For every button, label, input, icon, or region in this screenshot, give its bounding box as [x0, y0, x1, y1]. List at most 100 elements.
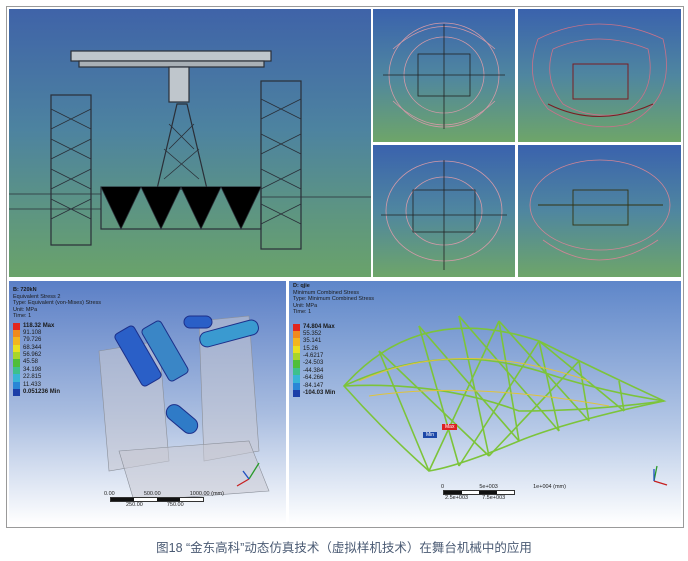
stress-model-render	[98, 315, 270, 502]
legend-label: 55.352	[303, 330, 322, 337]
legend-swatch	[293, 330, 300, 339]
truss-structure-render	[9, 50, 371, 250]
legend-entry: 118.32 Max	[13, 322, 101, 330]
wireframe-render	[381, 160, 507, 270]
legend-swatch	[293, 323, 300, 331]
legend-swatch	[293, 375, 300, 383]
simulation-view-1	[373, 9, 515, 142]
legend-swatch	[293, 353, 300, 361]
legend-label: 45.58	[23, 359, 39, 366]
legend-label: 74.804 Max	[303, 323, 335, 330]
legend-entry: 45.58	[13, 359, 101, 367]
scale-label: 2.5e+003	[445, 495, 469, 501]
legend-entry: -104.03 Min	[293, 390, 374, 398]
legend-label: 22.815	[23, 374, 42, 381]
wireframe-render	[529, 159, 671, 261]
max-marker: Max	[442, 424, 458, 430]
legend-entry: -4.6217	[293, 353, 374, 361]
legend-entry: 74.804 Max	[293, 323, 374, 331]
legend-swatch	[13, 337, 20, 345]
legend-label: 56.962	[23, 352, 42, 359]
legend-entry: 22.815	[13, 374, 101, 382]
legend-swatch	[293, 382, 300, 391]
truss-shell-render	[342, 315, 668, 486]
scale-label: 250.00	[126, 502, 143, 508]
legend-label: -64.266	[303, 375, 324, 382]
legend-entry: -44.384	[293, 367, 374, 376]
legend-swatch	[13, 381, 20, 390]
result-line: Unit: MPa	[13, 306, 38, 313]
legend-swatch	[293, 367, 300, 376]
legend-label: -4.6217	[303, 353, 324, 360]
legend-entry: 34.198	[13, 366, 101, 375]
legend-entry: 79.726	[13, 337, 101, 345]
legend-entry: 11.433	[13, 381, 101, 390]
result-line: Type: Equivalent (von-Mises) Stress	[13, 300, 102, 306]
legend-swatch	[13, 352, 20, 360]
legend-swatch	[293, 345, 300, 354]
figure-caption: 图18 “金东高科”动态仿真技术（虚拟样机技术）在舞台机械中的应用	[156, 541, 532, 555]
legend-swatch	[13, 374, 20, 382]
stress-legend: B: 720kN Equivalent Stress 2 Type: Equiv…	[13, 287, 102, 397]
legend-entry: 68.344	[13, 344, 101, 353]
legend-swatch	[13, 359, 20, 367]
scale-label: 0	[441, 484, 445, 490]
legend-label: -44.384	[303, 367, 324, 374]
result-line: Type: Minimum Combined Stress	[293, 296, 374, 302]
result-title: B: 720kN	[13, 287, 37, 293]
result-line: Time: 1	[293, 309, 312, 315]
stage-machinery-3d-model	[9, 9, 371, 277]
min-marker: Min	[423, 432, 438, 438]
legend-swatch	[13, 344, 20, 353]
legend-label: 118.32 Max	[23, 322, 55, 329]
legend-label: 34.198	[23, 366, 42, 373]
legend-swatch	[293, 338, 300, 346]
result-title: D: qjie	[293, 283, 310, 289]
legend-label: 11.433	[23, 381, 41, 388]
legend-swatch	[13, 389, 20, 397]
simulation-view-4	[518, 145, 681, 277]
legend-entry: 15.26	[293, 345, 374, 354]
result-line: Minimum Combined Stress	[293, 289, 360, 296]
legend-entry: -64.266	[293, 375, 374, 383]
legend-label: -24.503	[303, 360, 324, 367]
legend-label: 79.726	[23, 337, 42, 344]
legend-swatch	[293, 390, 300, 398]
legend-entry: -84.147	[293, 382, 374, 391]
scale-label: 500.00	[143, 491, 161, 497]
simulation-view-2	[518, 9, 681, 142]
scale-label: 1e+004 (mm)	[533, 484, 566, 490]
legend-swatch	[13, 329, 20, 338]
scale-label: 750.00	[166, 502, 184, 508]
scale-label: 0.00	[104, 491, 115, 497]
legend-entry: 0.051236 Min	[13, 389, 101, 397]
legend-label: 68.344	[23, 344, 42, 351]
legend-label: 35.141	[303, 338, 322, 345]
legend-swatch	[13, 322, 20, 330]
legend-label: -104.03 Min	[303, 390, 336, 397]
result-line: Time: 1	[13, 313, 32, 319]
legend-label: 0.051236 Min	[23, 389, 61, 396]
result-line: Equivalent Stress 2	[13, 293, 61, 300]
scale-label: 7.5e+003	[482, 495, 506, 501]
result-line: Unit: MPa	[293, 302, 318, 309]
stress-legend: D: qjie Minimum Combined Stress Type: Mi…	[293, 283, 374, 398]
ansys-combined-stress-panel: Max Min D: qjie Minimum Combined Stress …	[289, 281, 681, 524]
legend-label: 91.108	[23, 329, 42, 336]
legend-entry: 55.352	[293, 330, 374, 339]
legend-entry: 56.962	[13, 352, 101, 360]
length-scale-bar: 0.00 500.00 1000.00 (mm) 250.00 750.00	[104, 491, 224, 508]
scale-label: 5e+003	[479, 484, 498, 490]
wireframe-render	[532, 23, 667, 128]
scale-label: 1000.00 (mm)	[189, 491, 224, 497]
simulation-view-3	[373, 145, 515, 277]
legend-label: 15.26	[303, 345, 319, 352]
legend-swatch	[293, 360, 300, 368]
legend-entry: -24.503	[293, 360, 374, 368]
figure-frame: B: 720kN Equivalent Stress 2 Type: Equiv…	[6, 6, 684, 528]
legend-swatch	[13, 366, 20, 375]
wireframe-render	[383, 22, 505, 129]
legend-entry: 35.141	[293, 338, 374, 346]
